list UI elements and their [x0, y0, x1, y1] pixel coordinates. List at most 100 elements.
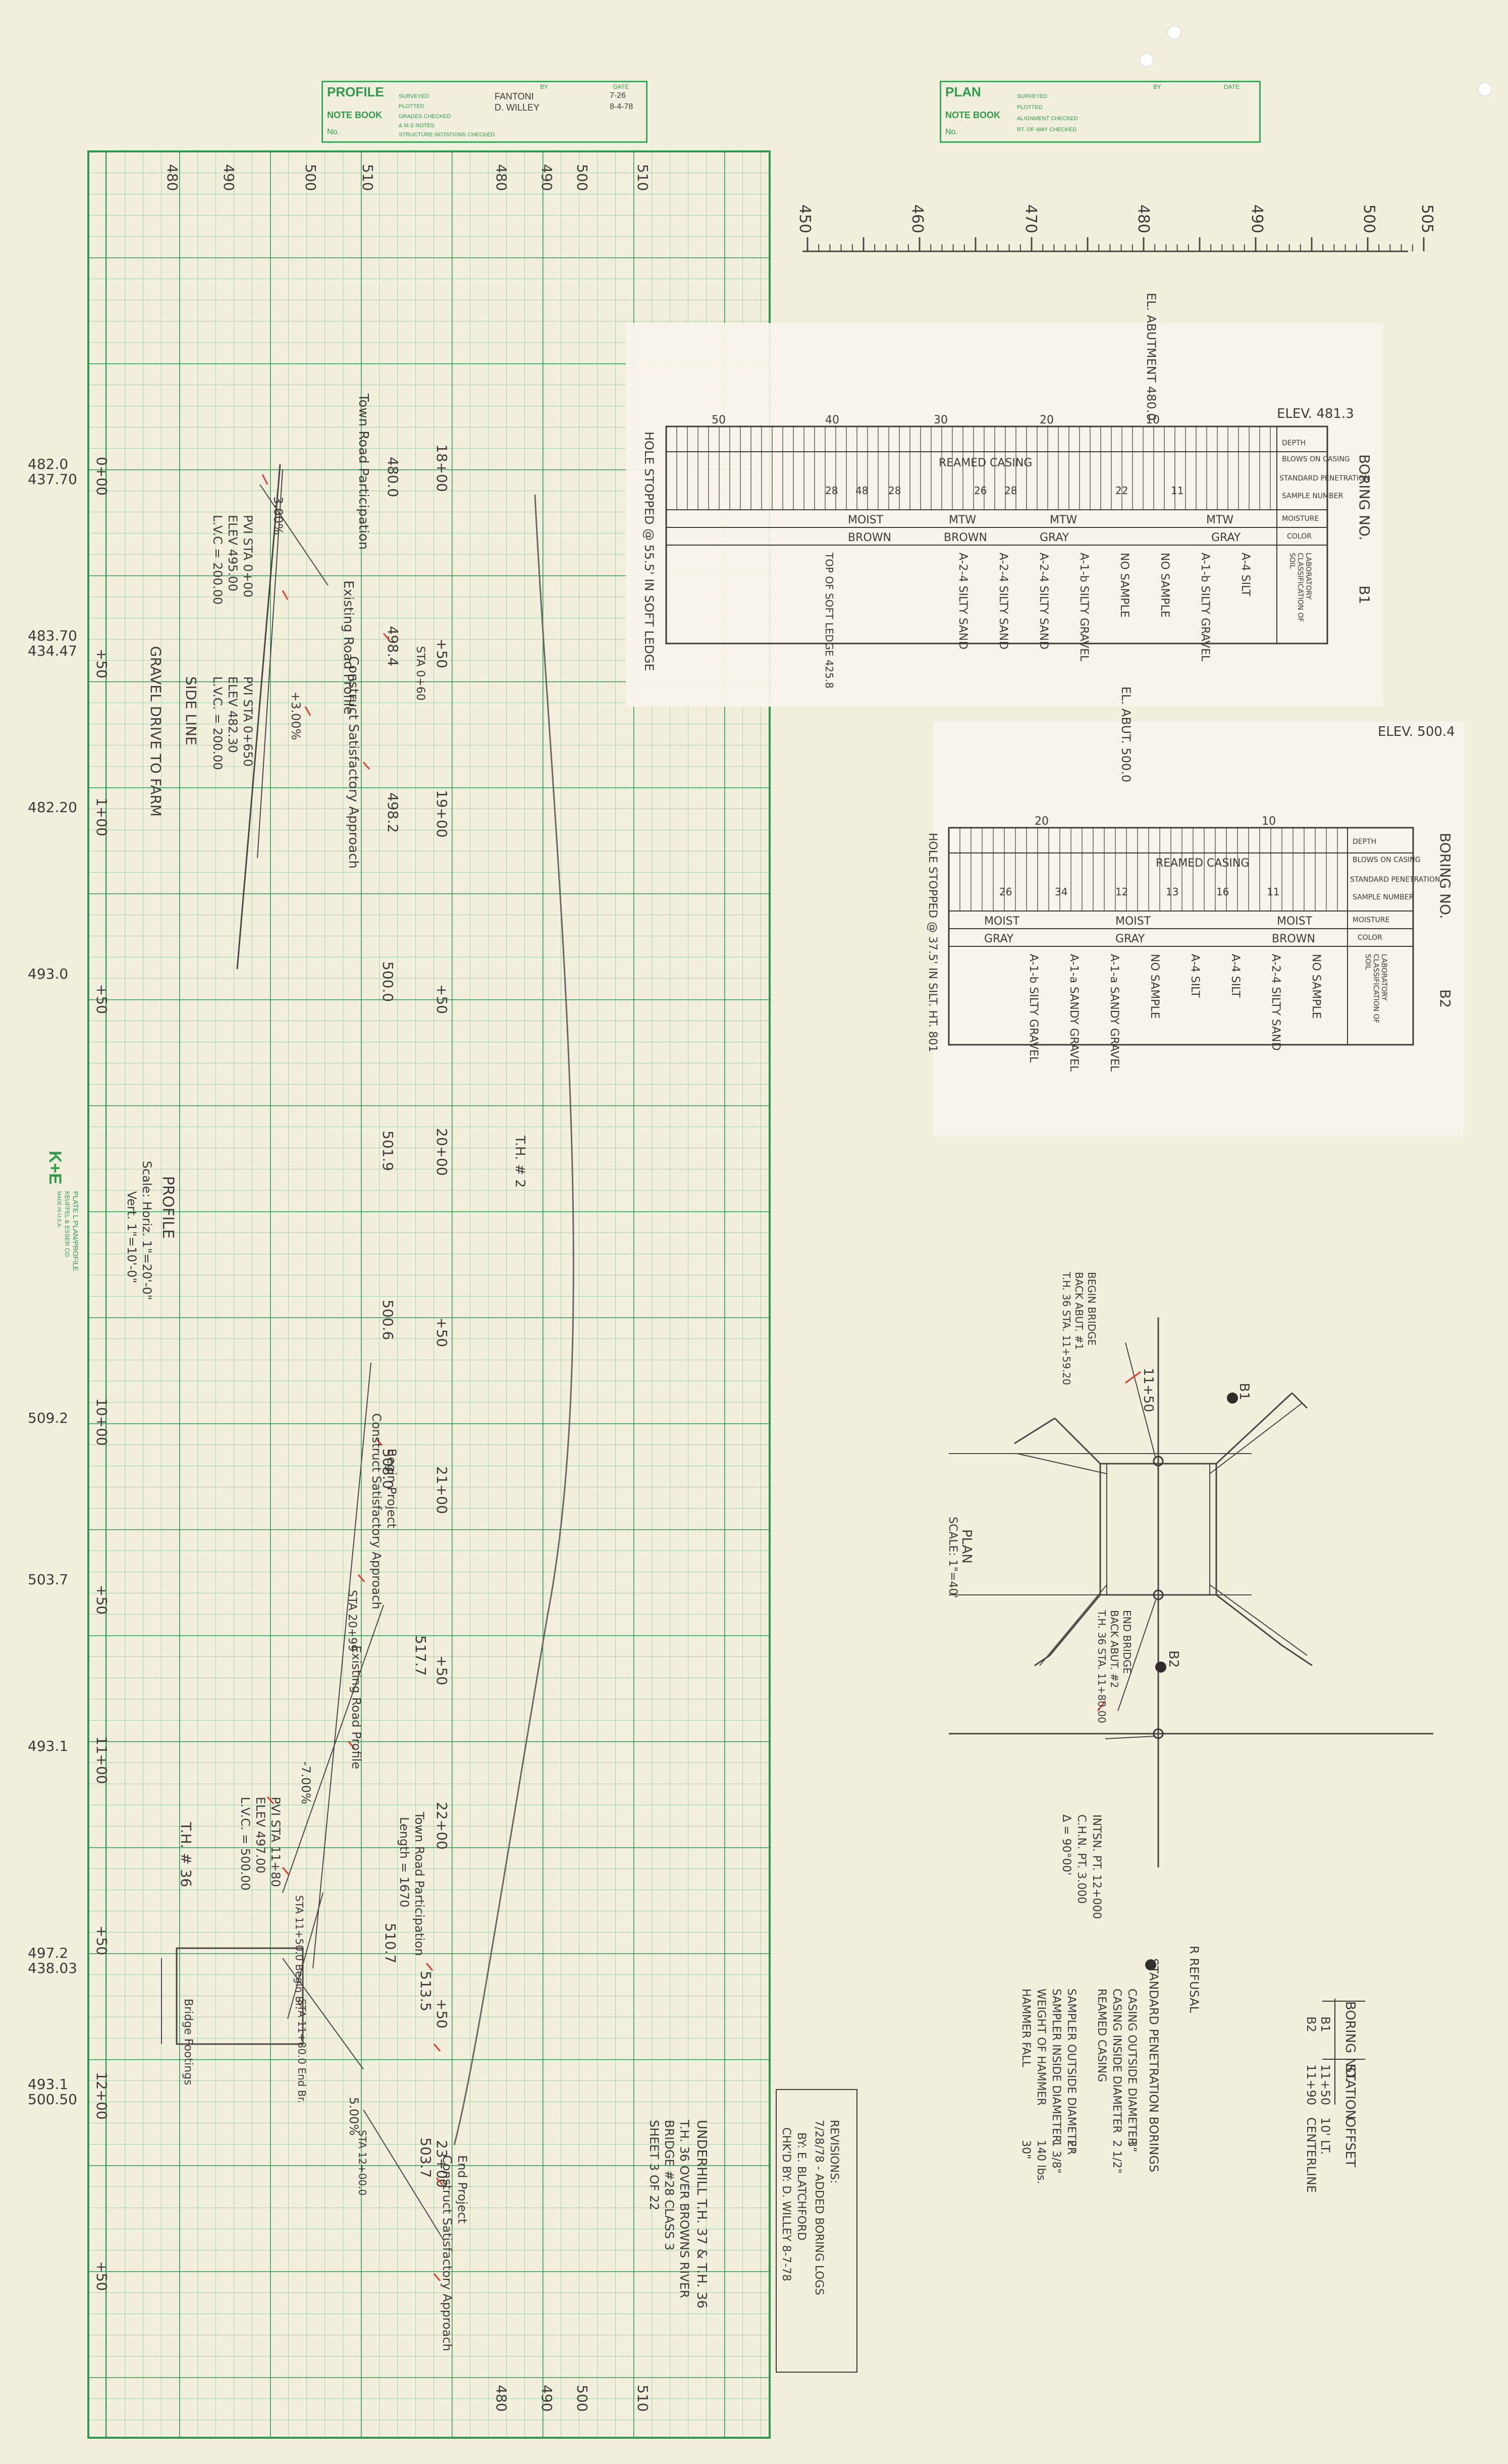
revisions-line: REVISIONS:	[828, 2120, 840, 2184]
plan-title-block: PLAN NOTE BOOK No. SURVEYED PLOTTED ALIG…	[940, 81, 1261, 143]
b2-row-moisture: MOISTURE	[1353, 916, 1390, 924]
b2-row-color: COLOR	[1358, 934, 1382, 942]
b1-depth-20: 20	[1040, 414, 1054, 426]
elev-label: 509.2	[28, 1410, 69, 1426]
b1-depth-40: 40	[825, 414, 839, 426]
profile-date-header: DATE	[613, 83, 629, 90]
b2-moist: MOIST	[1277, 915, 1313, 928]
punch-hole	[1478, 82, 1492, 96]
b1-row-sample: SAMPLE NUMBER	[1282, 492, 1343, 500]
b1-frame	[665, 425, 1328, 645]
b1-color: BROWN	[848, 531, 891, 544]
b1-depth-30: 30	[934, 414, 948, 426]
profile-title-block: PROFILE NOTE BOOK No. SURVEYED PLOTTED G…	[321, 81, 648, 143]
b1-color: GRAY	[1040, 531, 1069, 544]
b1-blow: 48	[855, 485, 869, 497]
revisions-line: BY: E. BLATCHFORD	[795, 2132, 807, 2241]
profile-row-2: GRADES CHECKED	[399, 114, 451, 120]
plan-row-2: ALIGNMENT CHECKED	[1017, 116, 1078, 122]
b1-row-spt: STANDARD PENETRATION	[1279, 474, 1370, 483]
profile-row-0: SURVEYED	[399, 93, 429, 99]
b2-blow: 34	[1055, 886, 1068, 898]
b1-moist: MTW	[949, 514, 977, 526]
b1-blow: 11	[1171, 485, 1184, 497]
revisions-line: 7/28/78 - ADDED BORING LOGS	[813, 2120, 825, 2295]
profile-heading: PROFILE	[327, 84, 384, 99]
b1-depth-50: 50	[712, 414, 726, 426]
b1-depth-10: 10	[1146, 414, 1160, 426]
profile-no-label: No.	[327, 128, 340, 136]
b2-reamed: REAMED CASING	[1156, 857, 1250, 870]
sheet-title-line: SHEET 3 OF 22	[647, 2120, 661, 2211]
profile-by-1: D. WILLEY	[495, 102, 540, 113]
plan-row-1: PLOTTED	[1017, 104, 1043, 111]
b1-header-elev: ELEV. 481.3	[1277, 406, 1354, 421]
b1-blow: 26	[974, 485, 987, 497]
elev-label: 493.1	[28, 1738, 69, 1754]
b2-row-depth: DEPTH	[1353, 838, 1377, 846]
b2-color: GRAY	[984, 933, 1014, 945]
elev-label: 503.7	[28, 1571, 69, 1588]
punch-hole	[1167, 25, 1181, 39]
b2-row-spt: STANDARD PENETRATION	[1350, 876, 1440, 884]
b2-blow: 12	[1115, 886, 1128, 898]
elev-label: 482.20	[28, 799, 77, 816]
sheet-title-line: UNDERHILL T.H. 37 & T.H. 36	[694, 2120, 709, 2309]
plan-heading: PLAN	[945, 84, 981, 99]
b2-blow: 26	[999, 886, 1012, 898]
b2-header-elev: ELEV. 500.4	[1378, 724, 1455, 739]
sheet-title-line: T.H. 36 OVER BROWNS RIVER	[677, 2120, 691, 2298]
profile-by-0: FANTONI	[495, 91, 534, 101]
b1-reamed: REAMED CASING	[939, 457, 1033, 469]
elev-label: 482.0	[28, 456, 69, 472]
b2-depth-10: 10	[1262, 815, 1276, 828]
elev-label: 438.03	[28, 1960, 77, 1976]
elev-label: 493.1	[28, 2076, 69, 2093]
revisions-line: CHK'D BY: D. WILLEY 8-7-78	[780, 2127, 792, 2282]
profile-row-4: STRUCTURE NOTATIONS CHECKED	[399, 132, 495, 138]
b1-color: BROWN	[944, 531, 987, 544]
boring-b2-log: BORING NO. B2 ELEV. 500.4 DEPTH BLOWS ON…	[926, 686, 1464, 1136]
b1-row-blows: BLOWS ON CASING	[1282, 455, 1350, 463]
b1-row-color: COLOR	[1287, 532, 1312, 541]
plan-row-3: RT. OF WAY CHECKED	[1017, 127, 1077, 133]
punch-hole	[1140, 53, 1154, 67]
profile-row-3: & M.S NOTES	[399, 123, 435, 129]
boring-b1-log: BORING NO. B1 ELEV. 481.3 DEPTH BLOWS ON…	[626, 293, 1383, 707]
elev-label: 437.70	[28, 471, 77, 488]
plan-row-0: SURVEYED	[1017, 93, 1048, 99]
b2-row-sample: SAMPLE NUMBER	[1353, 893, 1414, 901]
sheet-title-line: BRIDGE #28 CLASS 3	[662, 2120, 676, 2251]
b1-blow: 22	[1115, 485, 1128, 497]
plan-by-header: BY	[1153, 83, 1162, 90]
b2-frame	[948, 827, 1414, 1046]
b2-moist: MOIST	[984, 915, 1020, 928]
elev-label: 497.2	[28, 1945, 69, 1961]
b2-row-blows: BLOWS ON CASING	[1353, 856, 1421, 864]
b1-moist: MTW	[1050, 514, 1078, 526]
b1-blow: 28	[825, 485, 838, 497]
profile-row-1: PLOTTED	[399, 103, 424, 110]
b2-blow: 16	[1216, 886, 1229, 898]
b1-row-moisture: MOISTURE	[1282, 515, 1319, 523]
b2-depth-20: 20	[1035, 815, 1049, 828]
b2-blow: 13	[1166, 886, 1179, 898]
plan-no-label: No.	[945, 128, 958, 136]
profile-date-0: 7-26	[610, 91, 626, 100]
b2-blow: 11	[1267, 886, 1280, 898]
profile-date-1: 8-4-78	[610, 102, 633, 111]
elev-label: 493.0	[28, 966, 69, 982]
elev-label: 500.50	[28, 2091, 77, 2108]
plan-date-header: DATE	[1224, 83, 1240, 90]
b1-blow: 28	[888, 485, 901, 497]
b1-color: GRAY	[1211, 531, 1241, 544]
b1-moist: MTW	[1206, 514, 1234, 526]
b1-moist: MOIST	[848, 514, 884, 526]
plan-notebook-label: NOTE BOOK	[945, 110, 1001, 120]
